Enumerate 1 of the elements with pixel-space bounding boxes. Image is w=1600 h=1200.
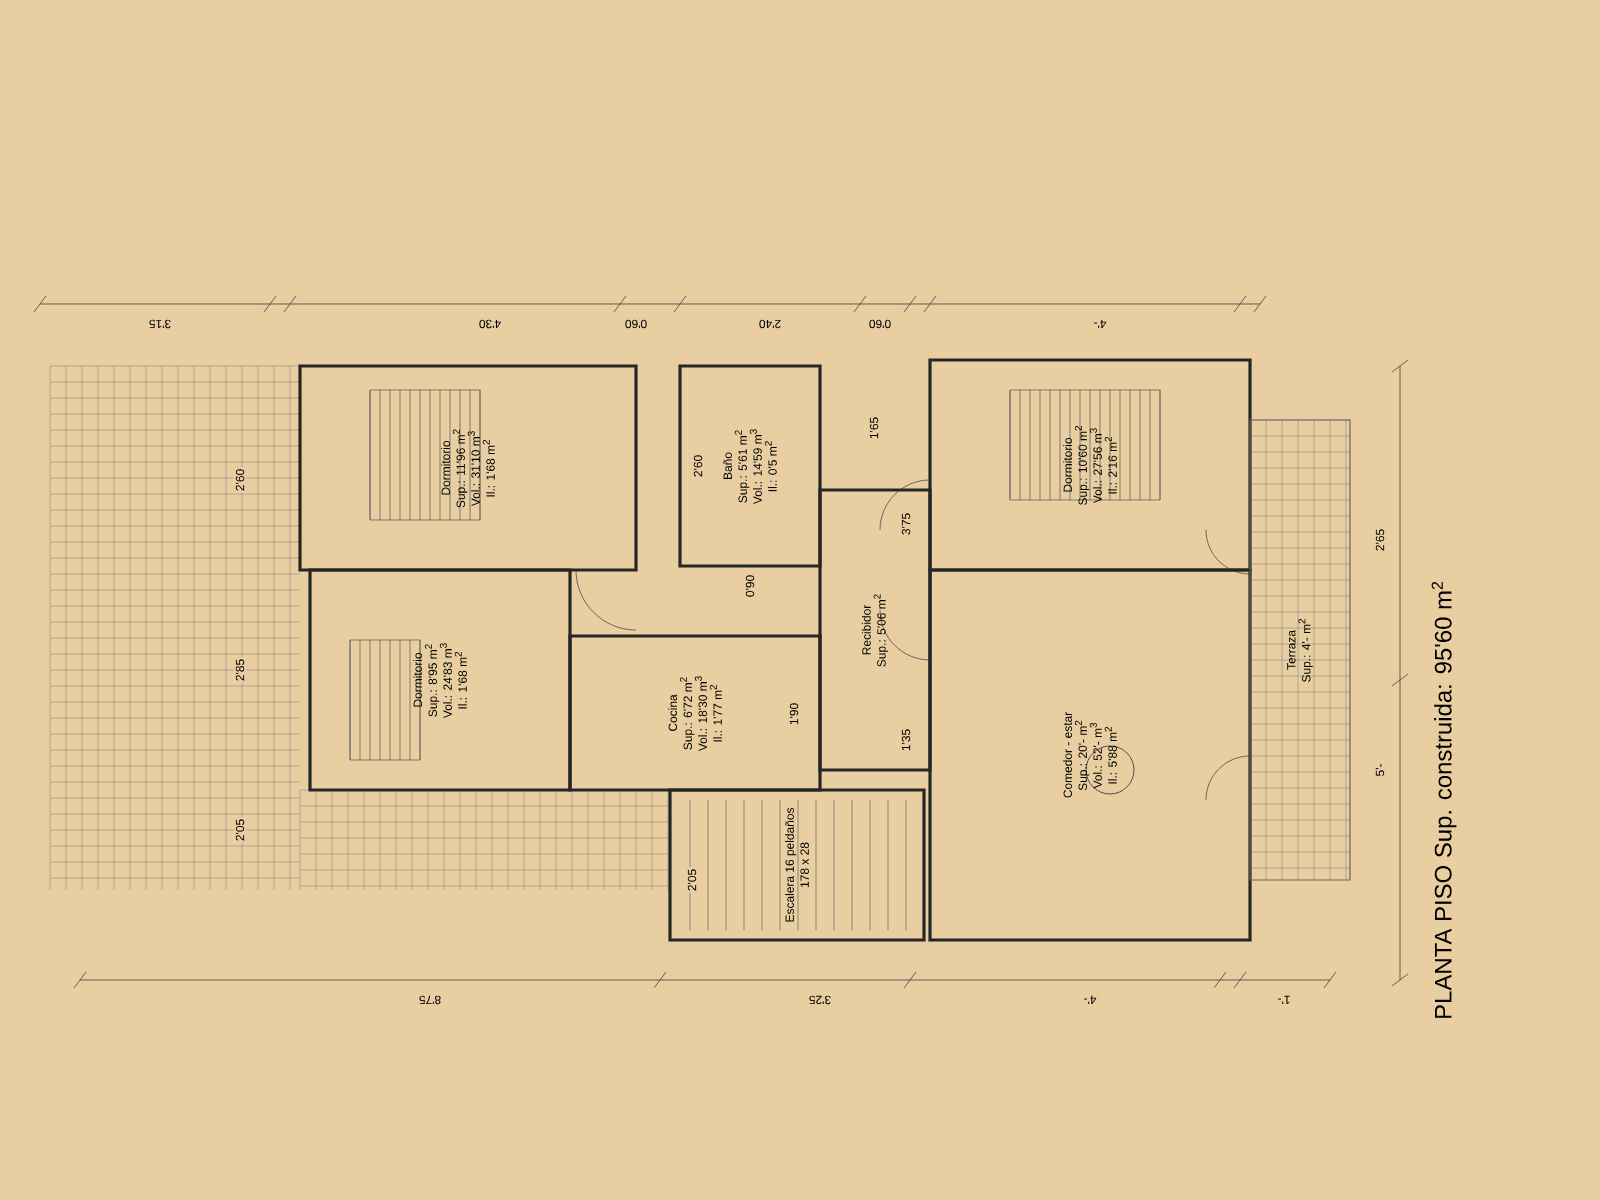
title: PLANTA PISO Sup. construida: 95'60 m$^{2}$	[1431, 581, 1457, 1018]
